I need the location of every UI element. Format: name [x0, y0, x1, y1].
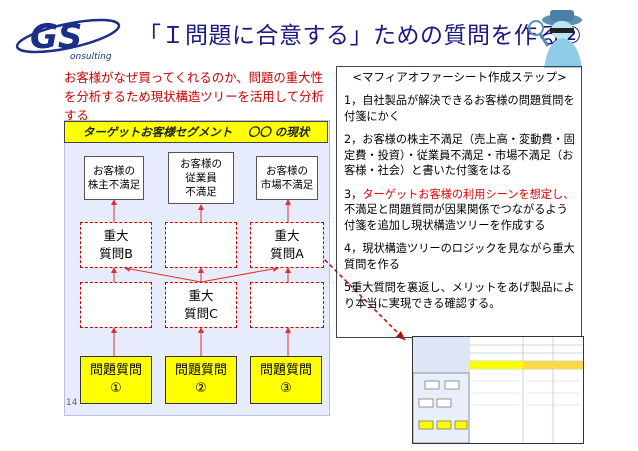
- intro-text: お客様がなぜ買ってくれるのか、問題の重大性を分析するため現状構造ツリーを活用して…: [64, 70, 324, 123]
- step-4: 4，現状構造ツリーのロジックを見ながら重大質問を作る: [344, 241, 575, 272]
- step-3: 3，ターゲットお客様の利用シーンを想定し、不満足と問題質問が因果関係でつながるよ…: [344, 187, 575, 234]
- box-line: お客様の: [266, 165, 308, 177]
- step-2: 2，お客様の株主不満足（売上高・変動費・固定費・投資）・従業員不満足・市場不満足…: [344, 132, 575, 179]
- box-line: 重大: [274, 228, 300, 243]
- critical-question-a-box: 重大質問A: [250, 222, 324, 268]
- problem-question-1-box: 問題質問 ①: [80, 356, 152, 404]
- box-line: 問題質問: [89, 363, 142, 378]
- box-line: お客様の: [93, 165, 135, 177]
- box-line: 従業員: [185, 172, 217, 184]
- box-line: 市場不満足: [260, 179, 314, 191]
- box-line: ②: [195, 381, 207, 396]
- step-text: 1，自社製品が解決できるお客様の問題質問を付箋にかく: [344, 94, 575, 123]
- step-5: 5重大質問を裏返し、メリットをあげ製品により本当に実現できる確認する。: [344, 280, 575, 311]
- box-line: 質問A: [270, 246, 304, 261]
- page-title: 「Ｉ問題に合意する」ための質問を作る②: [138, 23, 583, 49]
- steps-panel: <マフィアオファーシート作成ステップ> 1，自社製品が解決できるお客様の問題質問…: [336, 66, 582, 338]
- step-text: 2，お客様の株主不満足（売上高・変動費・固定費・投資）・従業員不満足・市場不満足…: [344, 133, 575, 177]
- critical-question-c-box: 重大質問C: [165, 282, 237, 328]
- box-line: ①: [110, 381, 122, 396]
- box-line: 問題質問: [174, 363, 227, 378]
- logo-subtext: onsulting: [70, 52, 112, 62]
- box-line: 質問B: [99, 246, 133, 261]
- steps-header: <マフィアオファーシート作成ステップ>: [352, 70, 567, 84]
- problem-question-3-box: 問題質問 ③: [250, 356, 322, 404]
- offer-sheet-thumbnail: [412, 336, 584, 444]
- empty-lower-box-right: [250, 282, 324, 328]
- step-text: 4，現状構造ツリーのロジックを見ながら重大質問を作る: [344, 242, 575, 271]
- step-text: 3，: [344, 187, 363, 201]
- box-line: 重大: [103, 228, 129, 243]
- step-text-rest: 不満足と問題質問が因果関係でつながるよう付箋を追加し現状構造ツリーを作成する: [344, 203, 568, 232]
- step-highlight: ターゲットお客様の利用シーンを想定し、: [362, 187, 575, 201]
- box-line: 不満足: [185, 186, 217, 198]
- critical-question-b-box: 重大質問B: [80, 222, 152, 268]
- shareholder-dissatisfaction-box: お客様の株主不満足: [84, 156, 144, 200]
- detective-illustration: [522, 8, 596, 68]
- empty-mid-box: [165, 222, 237, 268]
- problem-question-2-box: 問題質問 ②: [165, 356, 237, 404]
- market-dissatisfaction-box: お客様の市場不満足: [256, 156, 318, 200]
- step-1: 1，自社製品が解決できるお客様の問題質問を付箋にかく: [344, 93, 575, 124]
- segment-header: ターゲットお客様セグメント 〇〇 の現状: [64, 121, 328, 143]
- box-line: 株主不満足: [87, 179, 141, 191]
- box-line: 重大: [188, 288, 214, 303]
- box-line: 問題質問: [259, 363, 312, 378]
- employee-dissatisfaction-box: お客様の従業員不満足: [168, 152, 234, 204]
- box-line: お客様の: [180, 158, 222, 170]
- box-line: 質問C: [184, 306, 218, 321]
- page-number: 14: [66, 398, 78, 408]
- logo-text: GS: [30, 17, 82, 57]
- company-logo: GS onsulting: [8, 14, 136, 62]
- step-text: 5重大質問を裏返し、メリットをあげ製品により本当に実現できる確認する。: [344, 281, 575, 310]
- box-line: ③: [280, 381, 292, 396]
- empty-lower-box-left: [80, 282, 152, 328]
